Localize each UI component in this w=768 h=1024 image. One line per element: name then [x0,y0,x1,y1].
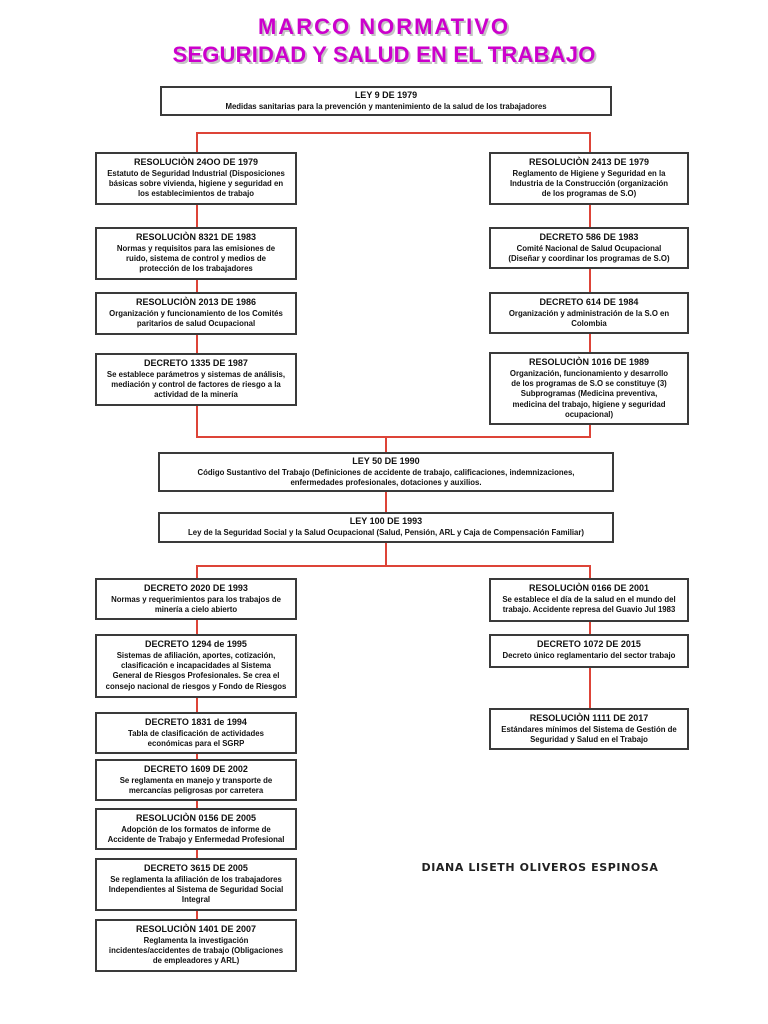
node-body: Ley de la Seguridad Social y la Salud Oc… [187,527,584,537]
node-resolucion-1016-de-1989: RESOLUCIÒN 1016 DE 1989 Organización, fu… [489,352,689,426]
node-decreto-2020-de-1993: DECRETO 2020 DE 1993 Normas y requerimie… [95,578,297,621]
connector-l1-l2 [196,200,198,231]
node-resolucion-0156-de-2005: RESOLUCIÒN 0156 DE 2005 Adopción de los … [95,808,297,851]
node-body: Se establece el día de la salud en el mu… [502,594,676,614]
connector-l2-l3 [196,270,198,296]
node-body: Se reglamenta en manejo y transporte de … [119,775,273,795]
connector-branch-top-right-drop [589,132,591,156]
node-body: Normas y requerimientos para los trabajo… [111,594,281,614]
connector-branch-top-horizontal [196,132,591,134]
node-ley-50-de-1990: LEY 50 DE 1990 Código Sustantivo del Tra… [158,452,614,493]
node-decreto-586-de-1983: DECRETO 586 DE 1983 Comité Nacional de S… [489,227,689,270]
node-body: Organización y funcionamiento de los Com… [109,308,283,328]
node-title: RESOLUCIÒN 2013 DE 1986 [135,297,257,307]
node-title: RESOLUCIÒN 1016 DE 1989 [528,357,650,367]
node-title: RESOLUCIÒN 0166 DE 2001 [528,583,650,593]
node-body: Se establece parámetros y sistemas de an… [106,369,286,400]
node-title: DECRETO 614 DE 1984 [539,297,639,307]
connector-branch-bottom-right-drop [589,565,591,582]
node-title: DECRETO 2020 DE 1993 [144,583,248,593]
connector-l4-join [196,398,198,438]
connector-branch-bottom-left-drop [196,565,198,582]
node-resolucion-8321-de-1983: RESOLUCIÒN 8321 DE 1983 Normas y requisi… [95,227,297,280]
node-resolucion-2413-de-1979: RESOLUCIÒN 2413 DE 1979 Reglamento de Hi… [489,152,689,205]
connector-ll5-ll6 [196,844,198,862]
node-body: Estatuto de Seguridad Industrial (Dispos… [107,168,285,199]
node-decreto-1609-de-2002: DECRETO 1609 DE 2002 Se reglamenta en ma… [95,759,297,802]
node-body: Sistemas de afiliación, aportes, cotizac… [105,650,287,691]
node-title: DECRETO 1072 DE 2015 [537,639,641,649]
node-title: LEY 9 DE 1979 [354,90,418,100]
node-title: DECRETO 1294 de 1995 [145,639,247,649]
connector-rl2-rl3 [589,664,591,712]
connector-r3-r4 [589,325,591,356]
node-title: RESOLUCIÒN 1401 DE 2007 [135,924,257,934]
node-body: Estándares mínimos del Sistema de Gestió… [501,724,677,744]
node-body: Organización, funcionamiento y desarroll… [509,368,669,419]
node-ley-9-de-1979: LEY 9 DE 1979 Medidas sanitarias para la… [160,86,612,116]
node-resolucion-2400-de-1979: RESOLUCIÒN 24OO DE 1979 Estatuto de Segu… [95,152,297,205]
node-body: Tabla de clasificación de actividades ec… [128,728,264,748]
connector-ll2-ll3 [196,693,198,716]
node-title: LEY 100 DE 1993 [349,516,423,526]
node-title: DECRETO 1335 DE 1987 [144,358,248,368]
node-title: RESOLUCIÒN 0156 DE 2005 [135,813,257,823]
node-body: Adopción de los formatos de informe de A… [107,824,285,844]
node-resolucion-1111-de-2017: RESOLUCIÒN 1111 DE 2017 Estándares mínim… [489,708,689,751]
connector-ll4-ll5 [196,793,198,812]
node-body: Medidas sanitarias para la prevención y … [225,101,547,111]
node-decreto-1294-de-1995: DECRETO 1294 de 1995 Sistemas de afiliac… [95,634,297,698]
node-title: RESOLUCIÒN 8321 DE 1983 [135,232,257,242]
node-body: Código Sustantivo del Trabajo (Definicio… [197,467,575,487]
node-resolucion-2013-de-1986: RESOLUCIÒN 2013 DE 1986 Organización y f… [95,292,297,335]
connector-l3-l4 [196,331,198,357]
connector-branch-bottom-horizontal [196,565,591,567]
node-body: Se reglamenta la afiliación de los traba… [108,874,284,905]
node-title: DECRETO 1609 DE 2002 [144,764,248,774]
node-decreto-614-de-1984: DECRETO 614 DE 1984 Organización y admin… [489,292,689,335]
node-body: Reglamenta la investigación incidentes/a… [108,935,284,966]
node-body: Normas y requisitos para las emisiones d… [116,243,276,274]
node-body: Organización y administración de la S.O … [508,308,670,328]
node-title: DECRETO 3615 DE 2005 [144,863,248,873]
connector-branch-top-left-drop [196,132,198,156]
connector-r1-r2 [589,200,591,231]
node-resolucion-0166-de-2001: RESOLUCIÒN 0166 DE 2001 Se establece el … [489,578,689,622]
node-body: Reglamento de Higiene y Seguridad en la … [509,168,669,199]
author-name: DIANA LISETH OLIVEROS ESPINOSA [421,861,659,874]
connector-rl1-rl2 [589,616,591,638]
node-title: RESOLUCIÒN 1111 DE 2017 [529,713,649,723]
connector-ll1-ll2 [196,614,198,638]
node-title: LEY 50 DE 1990 [352,456,420,466]
node-decreto-1072-de-2015: DECRETO 1072 DE 2015 Decreto único regla… [489,634,689,668]
page-subtitle: SEGURIDAD Y SALUD EN EL TRABAJO [172,42,596,67]
node-body: Comité Nacional de Salud Ocupacional (Di… [508,243,670,263]
page-title: MARCO NORMATIVO [257,14,511,39]
node-body: Decreto único reglamentario del sector t… [502,650,676,660]
connector-r2-r3 [589,262,591,296]
connector-r4-join [589,420,591,438]
node-decreto-1831-de-1994: DECRETO 1831 de 1994 Tabla de clasificac… [95,712,297,755]
connector-ley100-to-branch [385,540,387,567]
connector-join-to-ley50 [385,436,387,456]
node-ley-100-de-1993: LEY 100 DE 1993 Ley de la Seguridad Soci… [158,512,614,543]
node-decreto-3615-de-2005: DECRETO 3615 DE 2005 Se reglamenta la af… [95,858,297,911]
node-resolucion-1401-de-2007: RESOLUCIÒN 1401 DE 2007 Reglamenta la in… [95,919,297,972]
node-title: RESOLUCIÒN 2413 DE 1979 [528,157,650,167]
connector-ll6-ll7 [196,902,198,923]
node-title: DECRETO 1831 de 1994 [145,717,247,727]
node-title: DECRETO 586 DE 1983 [539,232,639,242]
node-decreto-1335-de-1987: DECRETO 1335 DE 1987 Se establece paráme… [95,353,297,406]
connector-ley50-ley100 [385,487,387,516]
connector-join-horizontal [196,436,591,438]
node-title: RESOLUCIÒN 24OO DE 1979 [133,157,259,167]
